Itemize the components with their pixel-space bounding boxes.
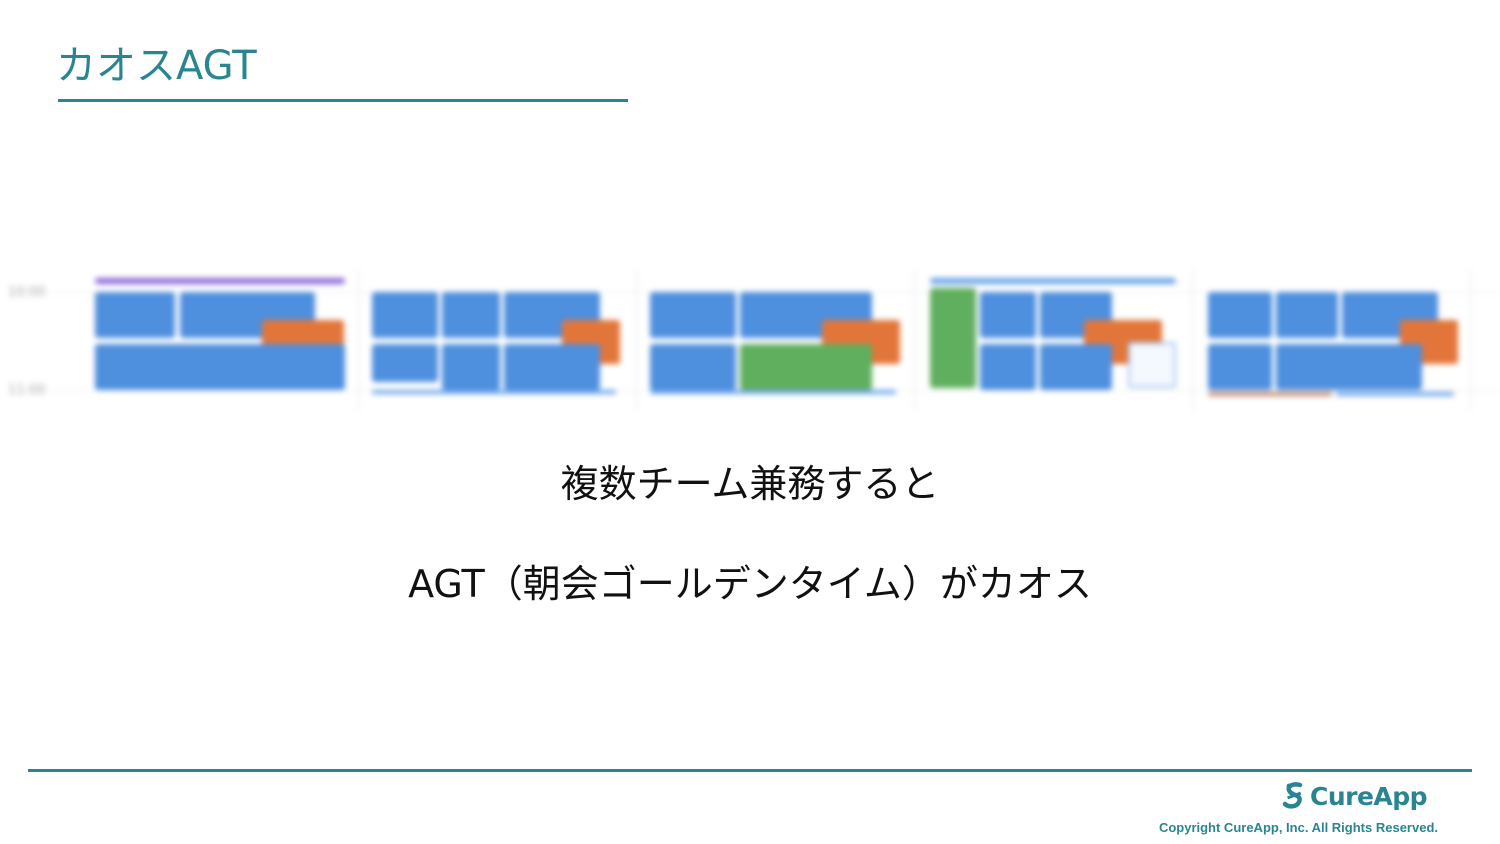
calendar-event — [95, 292, 175, 338]
day-separator — [358, 270, 359, 410]
calendar-event — [95, 344, 345, 390]
calendar-event — [504, 344, 600, 390]
calendar-event — [1276, 344, 1422, 390]
caption-line-2: AGT（朝会ゴールデンタイム）がカオス — [408, 562, 1092, 606]
cureapp-logo-icon — [1282, 782, 1306, 810]
logo-text: CureApp — [1310, 781, 1428, 811]
title-underline — [58, 99, 628, 102]
calendar-event — [1128, 342, 1176, 388]
calendar-event — [372, 390, 616, 394]
day-separator — [1192, 270, 1193, 410]
calendar-event — [650, 344, 736, 390]
calendar-event — [372, 292, 438, 338]
time-label-bottom: 11:00 — [8, 383, 46, 398]
calendar-event — [930, 288, 976, 388]
calendar-event — [442, 292, 500, 338]
copyright-text: Copyright CureApp, Inc. All Rights Reser… — [1158, 820, 1438, 835]
calendar-event — [372, 344, 438, 382]
calendar-event — [1276, 292, 1338, 338]
day-separator — [636, 270, 637, 410]
calendar-event — [1208, 292, 1272, 338]
calendar-event — [740, 344, 872, 390]
calendar-event — [442, 344, 500, 390]
time-label-top: 10:00 — [8, 285, 46, 300]
day-separator — [914, 270, 915, 410]
calendar-event — [1040, 344, 1112, 390]
footer-divider — [28, 769, 1472, 772]
calendar-screenshot: 10:00 11:00 — [0, 270, 1500, 410]
calendar-event — [1336, 392, 1454, 396]
calendar-event — [930, 278, 1176, 284]
calendar-event — [1208, 344, 1272, 390]
calendar-event — [650, 390, 896, 394]
calendar-event — [980, 292, 1036, 338]
cureapp-logo: CureApp — [1282, 778, 1428, 814]
caption-line-1: 複数チーム兼務すると — [560, 462, 940, 506]
calendar-event — [1208, 392, 1332, 396]
day-separator — [1470, 270, 1471, 410]
calendar-event — [980, 344, 1036, 390]
calendar-event — [650, 292, 736, 338]
calendar-event — [95, 278, 345, 284]
slide-title: カオスAGT — [56, 43, 257, 89]
